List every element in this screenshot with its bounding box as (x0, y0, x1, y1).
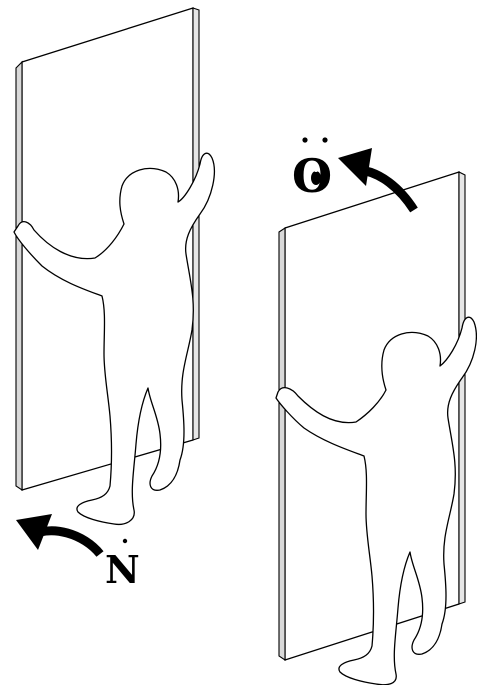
warning-glyph-icon: N (105, 547, 140, 592)
forbidden-glyph-icon: O (292, 137, 332, 203)
curved-arrow-left-icon (16, 514, 100, 554)
right-scene: O (276, 137, 476, 684)
left-scene: N (14, 8, 214, 592)
